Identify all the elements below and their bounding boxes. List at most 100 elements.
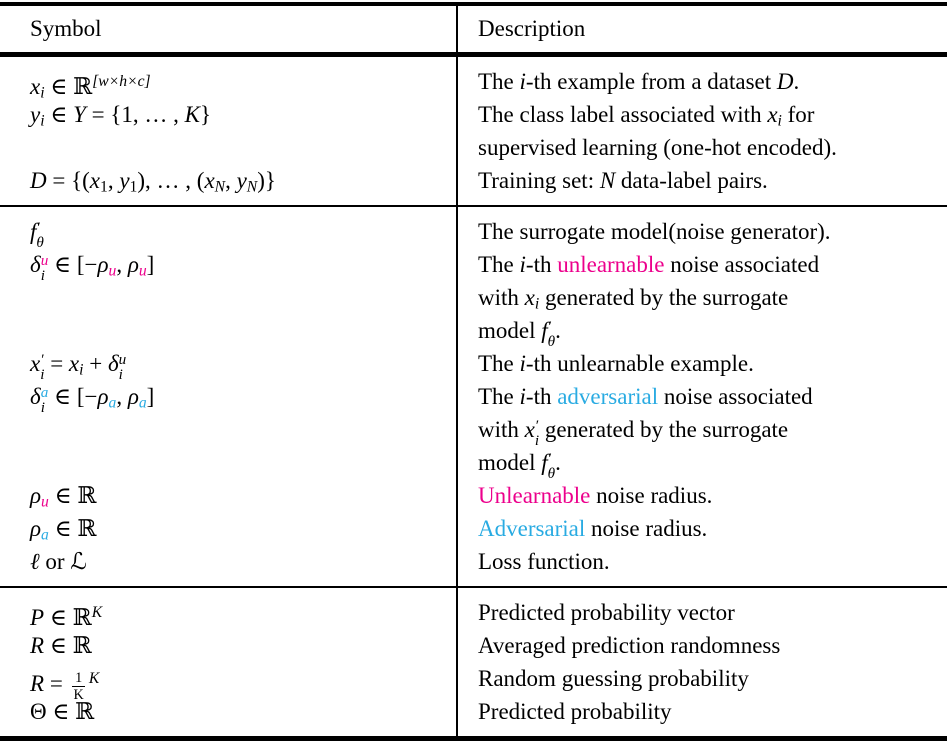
text-segment: ℝ <box>72 633 92 659</box>
text-segment: or <box>39 549 71 574</box>
text-segment: i <box>777 112 782 130</box>
text-segment: } <box>200 102 212 127</box>
text-segment: i <box>40 112 45 130</box>
symbol-cell <box>30 446 456 479</box>
text-segment: noise associated <box>658 384 813 409</box>
math-supsub: ′θ <box>547 449 556 482</box>
text-segment: -th <box>525 384 558 409</box>
symbol-cell: ρa ∈ ℝ <box>30 512 456 545</box>
text-segment: a <box>108 394 117 412</box>
text-segment: y <box>236 168 247 193</box>
description-cell: Adversarial noise radius. <box>478 512 939 545</box>
text-segment: i <box>40 84 45 102</box>
text-segment: noise radius. <box>585 516 708 541</box>
text-segment: u <box>138 262 147 280</box>
text-segment: u <box>41 493 49 511</box>
text-segment: x <box>204 168 215 193</box>
symbol-cell: f′θ <box>30 215 456 251</box>
text-segment: ℝ <box>72 604 92 631</box>
description-cell: supervised learning (one-hot encoded). <box>478 131 939 164</box>
text-segment: -th unlearnable example. <box>525 351 754 376</box>
text-segment: ∈ <box>44 604 73 630</box>
text-segment: N <box>599 168 616 193</box>
text-segment: with <box>478 285 525 310</box>
text-segment: N <box>214 178 226 196</box>
text-segment: -th example from a dataset <box>525 69 777 94</box>
table-bottom-rule <box>0 736 947 741</box>
text-segment: R <box>30 633 45 658</box>
text-segment: ρ <box>97 252 109 277</box>
text-segment: x <box>524 285 535 310</box>
text-segment: -th <box>525 252 558 277</box>
text-segment: ∈ <box>48 516 78 541</box>
text-segment: N <box>246 178 258 196</box>
text-segment: Unlearnable <box>478 483 591 508</box>
text-segment: The <box>478 351 520 376</box>
header-separator-rule <box>0 52 947 57</box>
table-block: xi ∈ ℝ[w×h×c]yi ∈ Y = {1, … , K}D = {(x1… <box>0 57 947 205</box>
math-supsub: ′i <box>40 350 45 383</box>
text-segment: unlearnable <box>557 252 665 277</box>
text-segment: ℝ <box>77 516 97 542</box>
text-segment: f <box>30 219 37 244</box>
text-segment: ∈ <box>44 633 73 658</box>
math-supsub: ′i <box>534 416 540 449</box>
text-segment: i <box>519 69 526 94</box>
text-segment: = <box>44 351 69 376</box>
text-segment: ρ <box>127 252 139 277</box>
text-segment: ∈ <box>44 102 74 127</box>
text-segment: a <box>138 394 147 412</box>
text-segment: R <box>30 670 45 696</box>
text-segment: x <box>524 417 535 442</box>
text-segment: ] <box>146 252 155 277</box>
symbol-cell: xi ∈ ℝ[w×h×c] <box>30 65 456 102</box>
description-cell: Training set: N data-label pairs. <box>478 164 939 197</box>
text-segment: The class label associated with <box>478 102 768 127</box>
text-segment: with <box>478 417 525 442</box>
text-segment: i <box>519 351 526 376</box>
text-segment: = <box>44 670 69 696</box>
description-cell: with xi generated by the surrogate <box>478 281 939 314</box>
text-segment: ), … , ( <box>137 168 205 193</box>
text-segment: ℝ <box>73 73 93 100</box>
text-segment: The surrogate model(noise generator). <box>478 219 831 244</box>
symbol-cell <box>30 131 456 164</box>
symbol-cell <box>30 281 456 314</box>
table-body: xi ∈ ℝ[w×h×c]yi ∈ Y = {1, … , K}D = {(x1… <box>0 57 947 736</box>
text-segment: x <box>89 168 101 193</box>
text-segment: i <box>79 361 84 379</box>
text-segment: ] <box>146 384 155 409</box>
text-segment: D <box>30 168 47 193</box>
description-cell: Averaged prediction randomness <box>478 629 939 662</box>
text-segment: , <box>116 252 128 277</box>
text-segment: ℝ <box>75 699 95 725</box>
text-segment: model <box>478 450 542 475</box>
text-segment: Loss function. <box>478 549 610 574</box>
description-cell: The i-th adversarial noise associated <box>478 380 939 413</box>
text-segment: = {1, … , <box>85 102 185 127</box>
description-cell: Predicted probability vector <box>478 596 939 629</box>
text-segment: Θ ∈ <box>30 699 76 724</box>
text-segment: u <box>108 262 117 280</box>
text-segment: noise radius. <box>590 483 713 508</box>
block-separator-rule <box>0 205 947 207</box>
text-segment: [w×h×c] <box>92 73 151 90</box>
text-segment: Predicted probability <box>478 699 672 724</box>
text-segment: adversarial <box>557 384 659 409</box>
text-segment: generated by the surrogate <box>539 417 789 442</box>
description-cell: model f′θ. <box>478 314 939 349</box>
text-segment: , <box>107 168 120 193</box>
math-supsub: ′θ <box>36 218 44 251</box>
symbol-cell: R ∈ ℝ <box>30 629 456 662</box>
text-segment: f <box>541 318 548 343</box>
description-cell: model f′θ. <box>478 446 939 482</box>
text-segment: generated by the surrogate <box>539 285 789 310</box>
text-segment: x <box>68 351 80 376</box>
